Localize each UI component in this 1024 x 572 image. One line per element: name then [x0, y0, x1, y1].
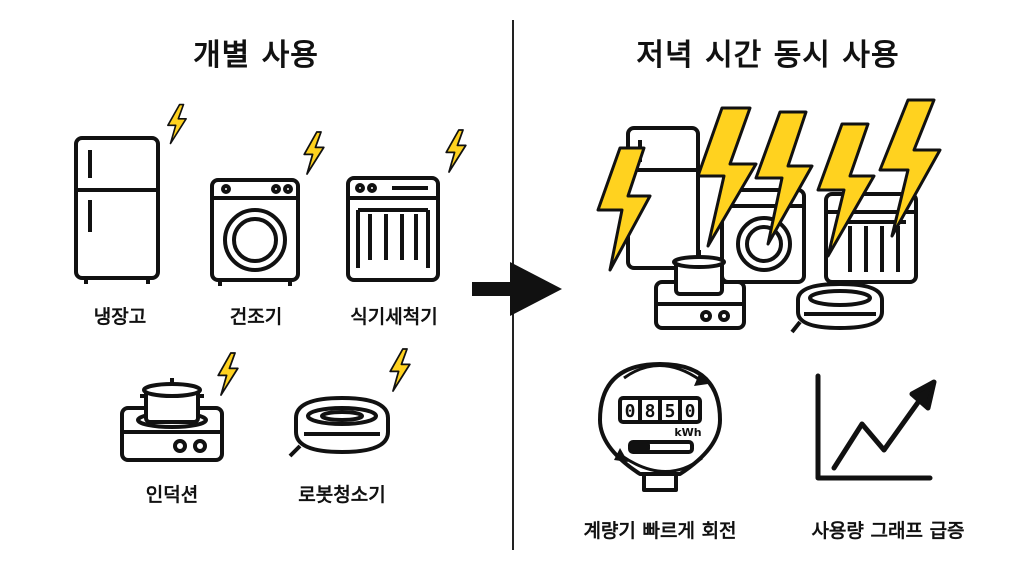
- dishwasher-icon: [346, 176, 440, 282]
- bolt-icon: [445, 129, 467, 173]
- refrigerator-icon: [74, 136, 160, 284]
- label-graph: 사용량 그래프 급증: [811, 520, 965, 542]
- meter-digit: 5: [665, 401, 676, 422]
- label-robot-vacuum: 로봇청소기: [298, 484, 386, 506]
- title-individual-use: 개별 사용: [193, 38, 319, 73]
- label-dishwasher: 식기세척기: [350, 306, 438, 328]
- dryer-icon: [210, 178, 300, 286]
- label-induction: 인덕션: [145, 484, 199, 506]
- label-refrigerator: 냉장고: [93, 306, 147, 328]
- bolt-icon: [303, 131, 325, 175]
- meter-unit: kWh: [674, 426, 701, 439]
- label-meter: 계량기 빠르게 회전: [583, 520, 737, 542]
- bolt-icon: [166, 103, 188, 145]
- bolt-icon: [389, 348, 411, 392]
- electric-meter-icon: [598, 362, 722, 492]
- meter-digit: 0: [625, 401, 636, 422]
- meter-digit: 0: [685, 401, 696, 422]
- title-simultaneous-use: 저녁 시간 동시 사용: [636, 38, 900, 73]
- label-dryer: 건조기: [229, 306, 283, 328]
- induction-icon: [120, 378, 224, 462]
- meter-digit: 8: [645, 401, 656, 422]
- lightning-cluster: [596, 98, 942, 272]
- transition-arrow-icon: [472, 262, 562, 316]
- bolt-icon: [217, 352, 239, 396]
- usage-graph-icon: [815, 373, 937, 481]
- robot-vacuum-icon: [288, 396, 390, 458]
